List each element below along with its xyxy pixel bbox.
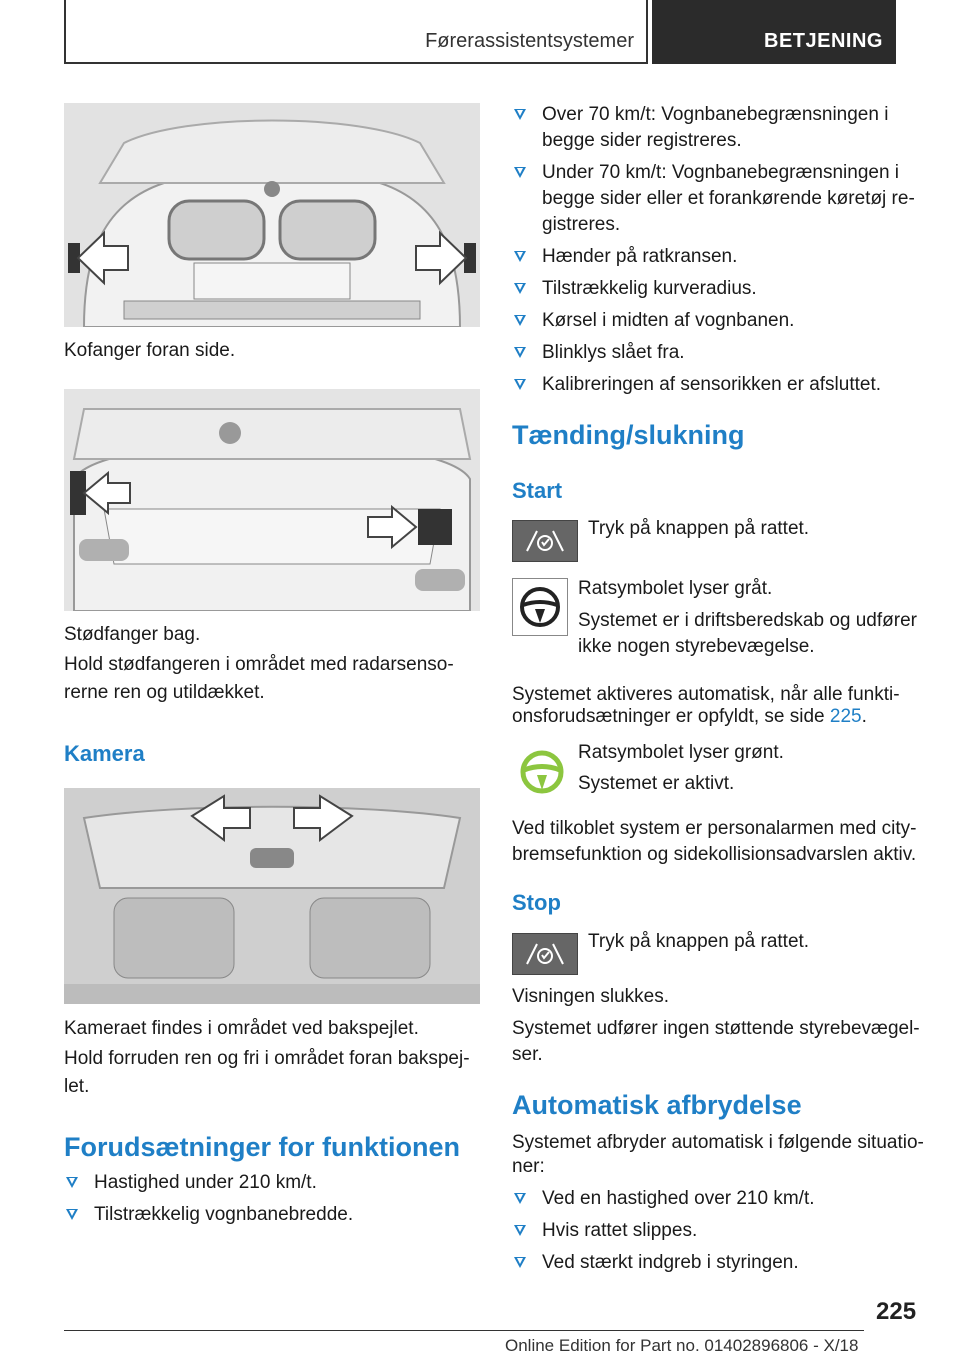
caption-camera: Kameraet findes i området ved bakspejlet… <box>64 1018 419 1039</box>
camera-text-line2: let. <box>64 1076 90 1097</box>
header-chapter-tab: BETJENING <box>652 0 922 64</box>
stop-press-text: Tryk på knappen på rattet. <box>588 931 810 952</box>
list-item: Tilstrækkelig vognbanebredde. <box>64 1202 480 1228</box>
header-section-title: Førerassistentsystemer <box>425 30 634 52</box>
standby-text-line2: ikke nogen styrebevægelse. <box>578 636 815 657</box>
bullet-triangle-icon <box>514 347 526 358</box>
caption-rear-bumper: Stødfanger bag. <box>64 624 201 645</box>
bullet-triangle-icon <box>514 283 526 294</box>
list-item: Hvis rattet slippes. <box>512 1218 928 1244</box>
heading-start: Start <box>512 478 563 503</box>
list-item: Kalibreringen af sensorikken er afslutte… <box>512 372 928 398</box>
wheel-grey-text: Ratsymbolet lyser gråt. <box>578 578 773 599</box>
heading-requirements: Forudsætninger for funktionen <box>64 1132 460 1162</box>
hand-icon <box>901 28 922 52</box>
footer-divider <box>64 1330 864 1331</box>
bullet-triangle-icon <box>514 1225 526 1236</box>
no-steer-line2: ser. <box>512 1044 543 1065</box>
auto-activate-line1: Systemet aktiveres automatisk, når alle … <box>512 684 900 705</box>
display-off-text: Visningen slukkes. <box>512 986 670 1007</box>
heading-stop: Stop <box>512 890 561 915</box>
list-item: Blinklys slået fra. <box>512 340 928 366</box>
page-number: 225 <box>876 1298 917 1325</box>
list-item: Kørsel i midten af vognbanen. <box>512 308 928 334</box>
list-item: Hænder på ratkransen. <box>512 244 928 270</box>
active-text: Systemet er aktivt. <box>578 773 735 794</box>
lane-assist-button-icon <box>512 933 578 975</box>
bullet-triangle-icon <box>514 315 526 326</box>
page-link[interactable]: 225 <box>829 706 862 727</box>
auto-off-line1: Systemet afbryder automatisk i følgende … <box>512 1132 924 1153</box>
heading-auto-off: Automatisk afbrydelse <box>512 1090 802 1120</box>
camera-text-line1: Hold forruden ren og fri i området foran… <box>64 1048 470 1069</box>
list-item: Ved en hastighed over 210 km/t. <box>512 1186 928 1212</box>
start-press-text: Tryk på knappen på rattet. <box>588 518 810 539</box>
steering-wheel-green-icon <box>514 744 570 800</box>
steering-wheel-grey-icon <box>512 578 568 636</box>
bullet-triangle-icon <box>514 379 526 390</box>
lane-assist-button-icon <box>512 520 578 562</box>
bullet-triangle-icon <box>66 1209 78 1220</box>
auto-off-list: Ved en hastighed over 210 km/t. Hvis rat… <box>512 1186 928 1282</box>
standby-text-line1: Systemet er i driftsberedskab og udfører <box>578 610 917 631</box>
edition-text: Online Edition for Part no. 01402896806 … <box>505 1336 859 1355</box>
heading-on-off: Tænding/slukning <box>512 420 745 450</box>
citybrake-line1: Ved tilkoblet system er personalarmen me… <box>512 818 917 839</box>
bullet-triangle-icon <box>514 251 526 262</box>
list-item: Ved stærkt indgreb i styringen. <box>512 1250 928 1276</box>
front-bumper-image <box>64 103 480 327</box>
list-item: Hastighed under 210 km/t. <box>64 1170 480 1196</box>
rear-bumper-image <box>64 389 480 611</box>
requirements-list: Hastighed under 210 km/t. Tilstrækkelig … <box>64 1170 480 1234</box>
auto-activate-line2: onsforudsætninger er opfyldt, se side 22… <box>512 706 867 727</box>
bullet-triangle-icon <box>514 109 526 120</box>
header-chapter-title: BETJENING <box>764 30 883 52</box>
bullet-triangle-icon <box>514 1257 526 1268</box>
no-steer-line1: Systemet udfører ingen støttende styrebe… <box>512 1018 920 1039</box>
wheel-green-text: Ratsymbolet lyser grønt. <box>578 742 784 763</box>
camera-interior-image <box>64 788 480 1004</box>
list-item: Tilstrækkelig kurveradius. <box>512 276 928 302</box>
bullet-triangle-icon <box>514 167 526 178</box>
auto-off-line2: ner: <box>512 1156 545 1177</box>
heading-camera: Kamera <box>64 741 145 766</box>
caption-front-bumper: Kofanger foran side. <box>64 340 236 361</box>
rear-text-line1: Hold stødfangeren i området med radarsen… <box>64 654 454 675</box>
citybrake-line2: bremsefunktion og sidekollisionsadvarsle… <box>512 844 917 865</box>
header-section-box: Førerassistentsystemer <box>64 0 648 64</box>
bullet-triangle-icon <box>66 1177 78 1188</box>
rear-text-line2: rerne ren og utildækket. <box>64 682 265 703</box>
bullet-triangle-icon <box>514 1193 526 1204</box>
